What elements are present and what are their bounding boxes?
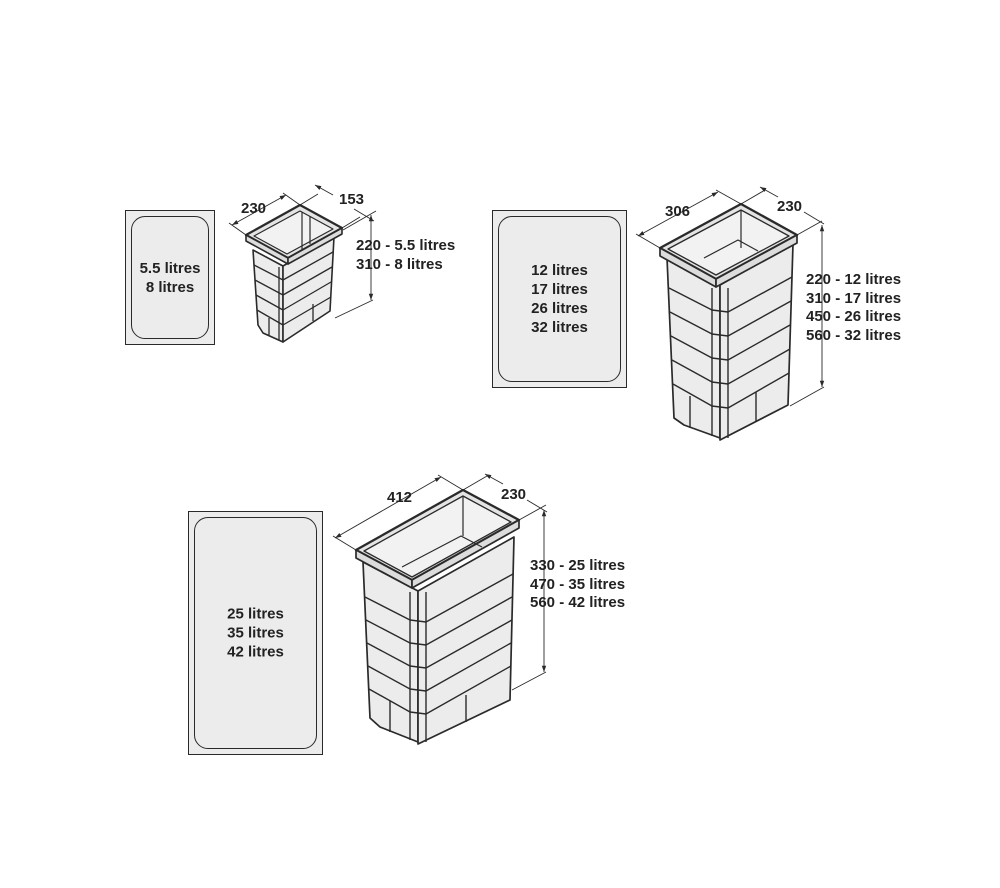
capacity-list: 25 litres 35 litres 42 litres [189,605,322,662]
height-option: 310 - 8 litres [356,255,443,273]
small-bin-drawing [228,184,377,343]
height-option: 220 - 5.5 litres [356,237,456,254]
height-option: 470 - 35 litres [530,575,626,593]
capacity-label: 5.5 litres [139,259,201,277]
capacity-label: 17 litres [531,281,588,298]
capacity-label: 32 litres [531,319,588,336]
length-dimension-label: 412 [387,489,413,506]
height-options-list: 330 - 25 litres 470 - 35 litres 560 - 42… [530,557,625,613]
width-dimension-label: 230 [501,486,527,503]
capacity-label: 12 litres [531,262,588,279]
length-dimension-label: 230 [241,200,267,217]
capacity-label: 8 litres [145,278,195,296]
large-bin-footprint-card: 25 litres 35 litres 42 litres [188,511,323,755]
capacity-list: 12 litres 17 litres 26 litres 32 litres [493,261,626,337]
capacity-list: 5.5 litres 8 litres [126,259,214,297]
height-option: 330 - 25 litres [530,557,626,574]
height-option: 310 - 17 litres [806,289,902,307]
card-inner-outline [131,216,209,339]
capacity-label: 35 litres [227,624,284,642]
height-option: 560 - 32 litres [806,326,902,344]
width-dimension-label: 230 [777,198,803,215]
card-inner-outline [194,517,317,749]
large-bin-drawing [332,473,548,745]
capacity-label: 25 litres [227,605,284,623]
length-dimension-label: 306 [665,203,691,220]
width-dimension-label: 153 [339,191,365,208]
capacity-label: 42 litres [227,643,284,661]
height-option: 560 - 42 litres [530,594,626,611]
medium-bin-drawing [635,186,825,441]
card-inner-outline [498,216,621,382]
capacity-label: 26 litres [531,300,588,317]
small-bin-footprint-card: 5.5 litres 8 litres [125,210,215,345]
height-option: 220 - 12 litres [806,271,902,288]
height-option: 450 - 26 litres [806,308,902,325]
height-options-list: 220 - 5.5 litres 310 - 8 litres [356,237,455,274]
height-options-list: 220 - 12 litres 310 - 17 litres 450 - 26… [806,271,901,345]
medium-bin-footprint-card: 12 litres 17 litres 26 litres 32 litres [492,210,627,388]
